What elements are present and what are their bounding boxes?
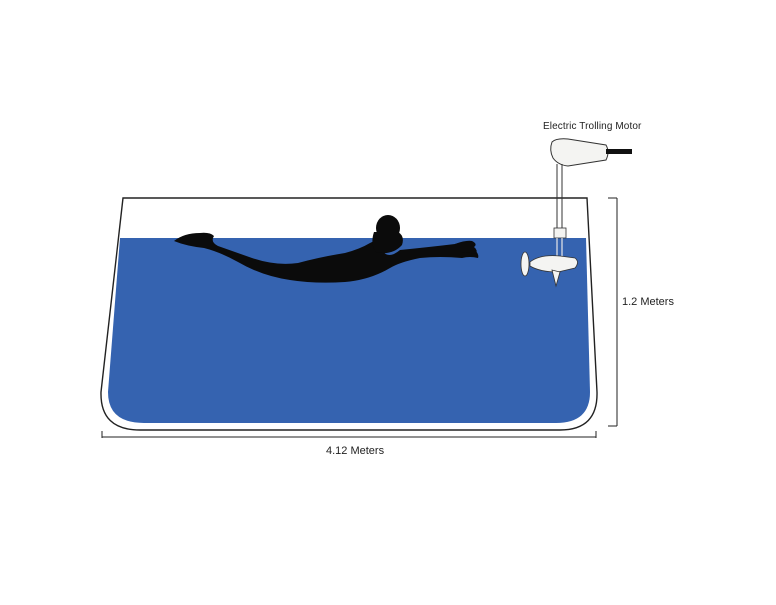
width-dimension: [101, 431, 597, 438]
motor-label: Electric Trolling Motor: [543, 121, 642, 132]
width-label: 4.12 Meters: [326, 445, 385, 457]
height-dimension: [608, 197, 618, 427]
trolling-motor-icon: [520, 138, 632, 288]
water-body: [108, 238, 590, 423]
height-label: 1.2 Meters: [622, 296, 674, 308]
swimmer-silhouette: [174, 215, 479, 283]
